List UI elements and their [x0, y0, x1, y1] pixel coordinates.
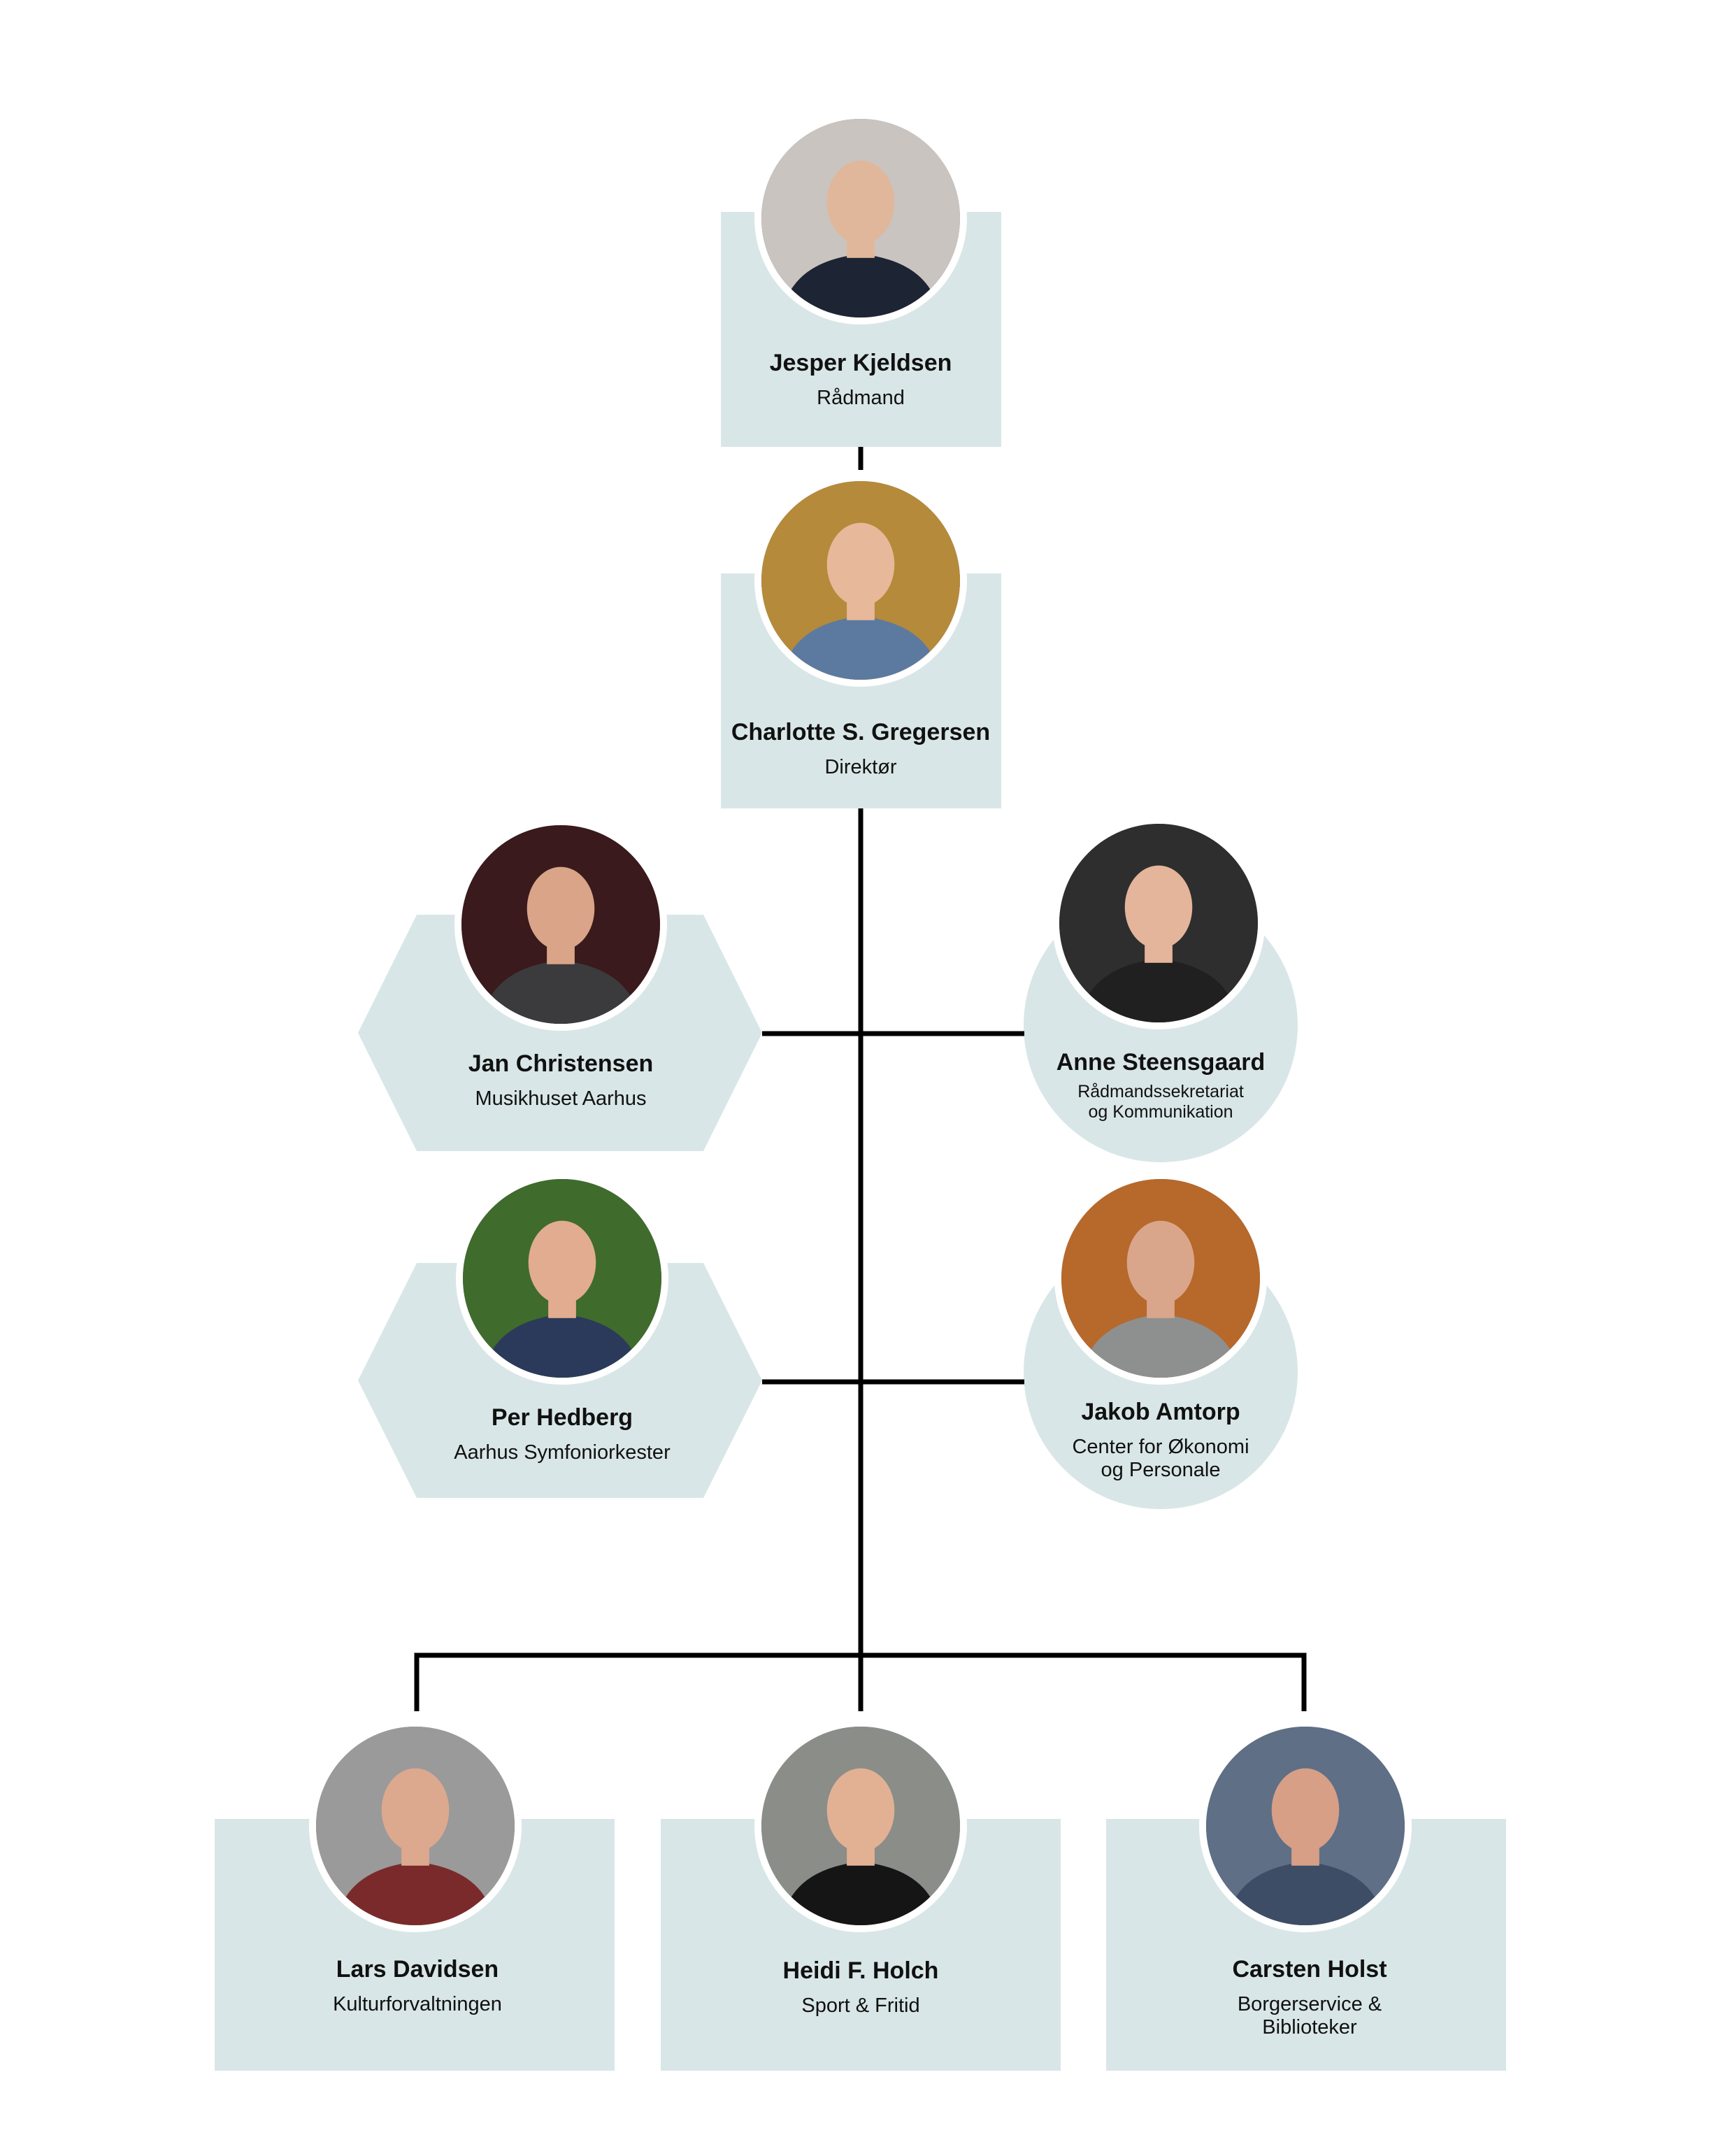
person-avatar-icon	[761, 119, 960, 317]
person-role-line: Center for Økonomi	[1072, 1436, 1249, 1459]
person-role-line: Aarhus Symfoniorkester	[454, 1441, 671, 1464]
person-role-line: og Personale	[1101, 1459, 1221, 1482]
person-avatar-icon	[761, 481, 960, 680]
card-hex-jan	[358, 915, 762, 1151]
person-avatar-icon	[463, 1179, 661, 1378]
person-name: Carsten Holst	[1232, 1956, 1387, 1983]
person-role: Aarhus Symfoniorkester	[366, 1441, 758, 1464]
person-avatar-icon	[1061, 1179, 1260, 1378]
portrait-photo-carsten	[1199, 1720, 1412, 1932]
person-name: Heidi F. Holch	[782, 1957, 939, 1984]
portrait-photo-lars	[309, 1720, 522, 1932]
person-role-line: Rådmandssekretariat	[1077, 1082, 1244, 1102]
person-name: Jakob Amtorp	[1081, 1399, 1240, 1425]
person-role: Musikhuset Aarhus	[365, 1087, 757, 1111]
person-role-line: Kulturforvaltningen	[333, 1993, 502, 2016]
portrait-photo-heidi	[754, 1720, 967, 1932]
person-role-line: Sport & Fritid	[801, 1994, 920, 2018]
person-role: Rådmand	[665, 387, 1056, 410]
person-role-line: Musikhuset Aarhus	[475, 1087, 647, 1111]
portrait-photo-per	[456, 1172, 668, 1385]
person-avatar-icon	[461, 825, 660, 1024]
person-role: Kulturforvaltningen	[222, 1993, 613, 2016]
portrait-photo-anne	[1052, 817, 1265, 1029]
person-role-line: Biblioteker	[1262, 2016, 1357, 2039]
person-name: Anne Steensgaard	[1056, 1049, 1266, 1076]
person-role-line: Direktør	[824, 756, 897, 779]
person-name: Jesper Kjeldsen	[769, 350, 952, 376]
person-role: Direktør	[665, 756, 1056, 779]
person-role-line: og Kommunikation	[1088, 1101, 1233, 1122]
portrait-photo-jesper	[754, 112, 967, 324]
person-avatar-icon	[1059, 824, 1258, 1022]
person-name: Per Hedberg	[491, 1404, 633, 1431]
portrait-photo-jakob	[1054, 1172, 1267, 1385]
person-name: Charlotte S. Gregersen	[731, 719, 991, 745]
person-avatar-icon	[1206, 1727, 1405, 1925]
person-role-line: Borgerservice &	[1237, 1993, 1382, 2016]
portrait-photo-charlotte	[754, 474, 967, 687]
person-avatar-icon	[761, 1727, 960, 1925]
person-name: Lars Davidsen	[336, 1956, 499, 1983]
person-role-line: Rådmand	[817, 387, 905, 410]
person-role: Sport & Fritid	[665, 1994, 1056, 2018]
person-avatar-icon	[316, 1727, 515, 1925]
person-name: Jan Christensen	[468, 1050, 654, 1077]
portrait-photo-jan	[454, 818, 667, 1031]
person-role: Borgerservice &Biblioteker	[1114, 1993, 1505, 2040]
